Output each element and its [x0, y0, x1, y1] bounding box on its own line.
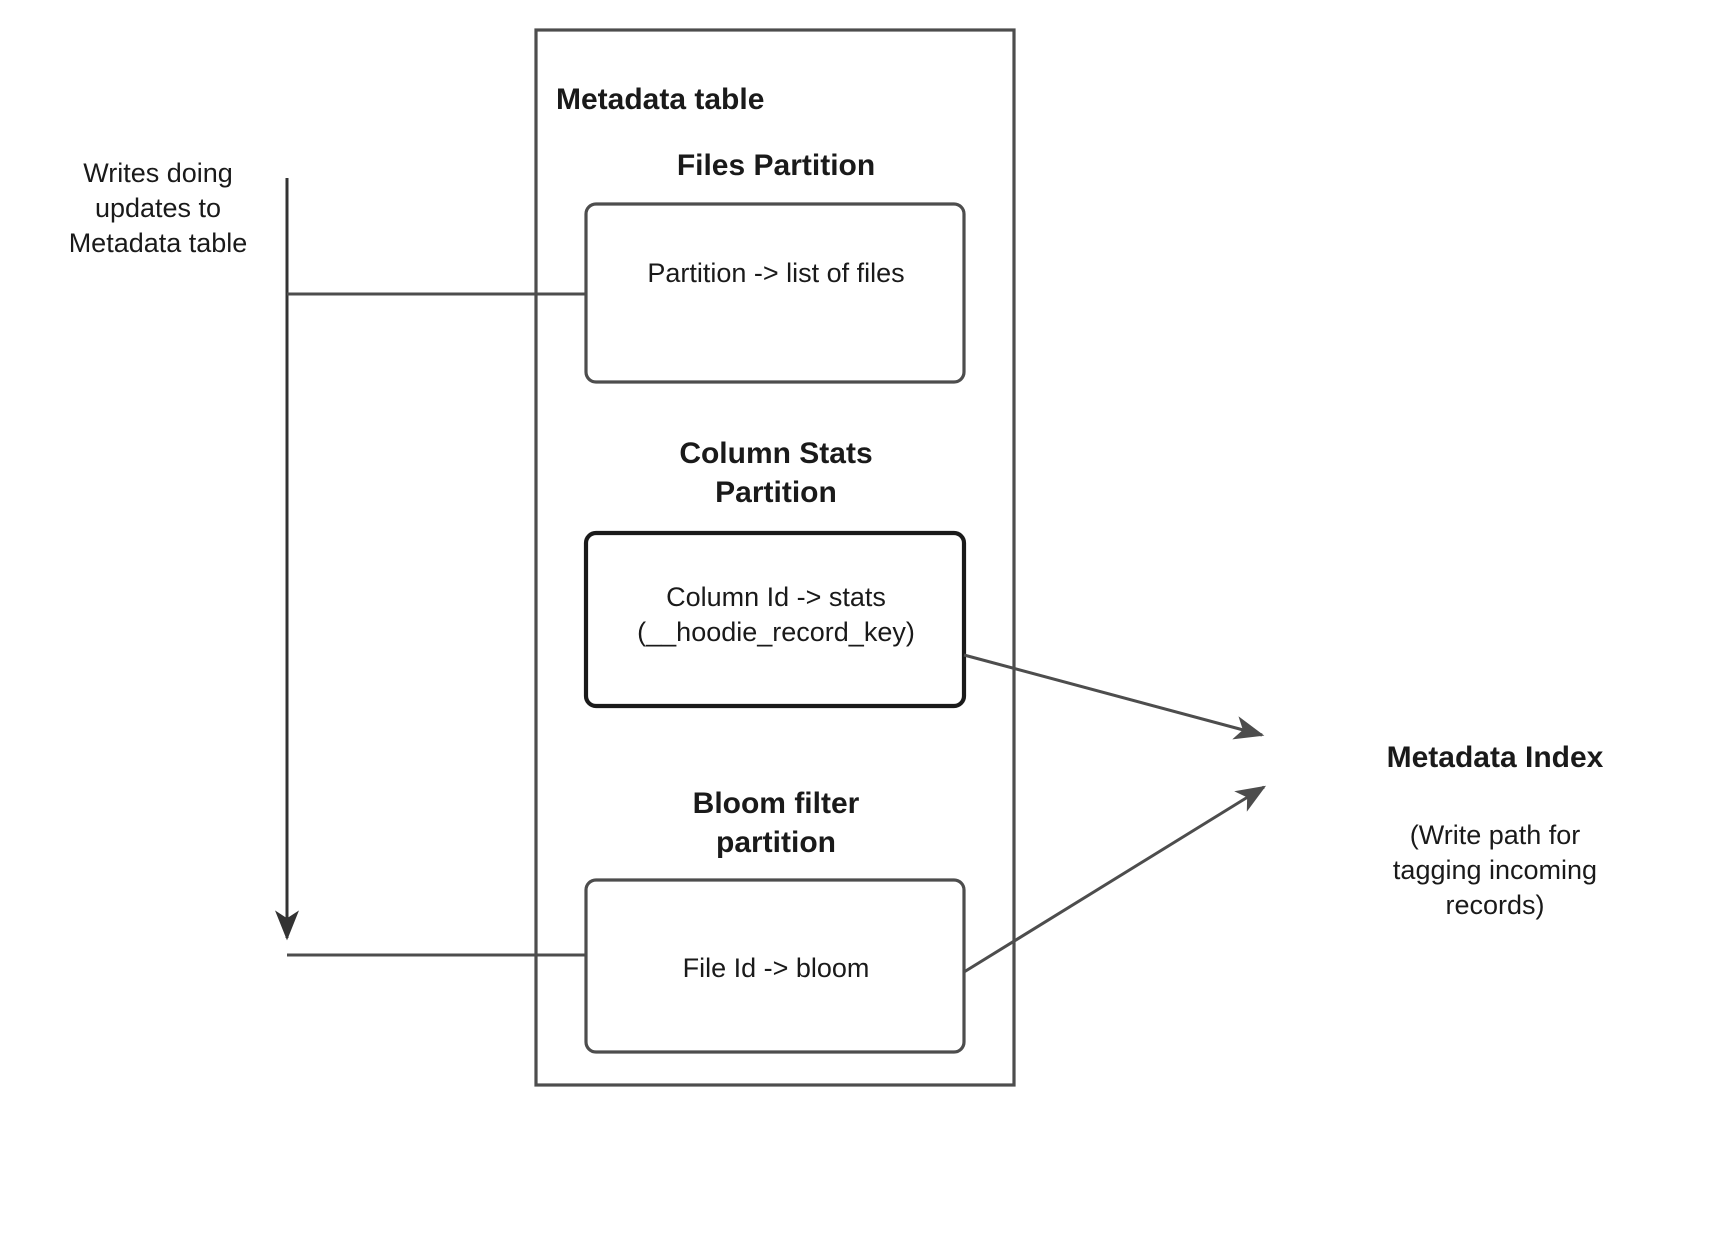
metadata-table-container: [534, 28, 1016, 1087]
bloom-to-index-arrow: [963, 785, 1267, 974]
bloom-filter-partition-box-label: File Id -> bloom: [682, 953, 870, 983]
files-partition-box-label: Partition -> list of files: [647, 258, 905, 288]
column-stats-partition-box-label: Column Id -> stats (__hoodie_record_key): [637, 582, 915, 648]
column-stats-to-index-arrow: [963, 653, 1265, 740]
metadata-index-title: Metadata Index: [1386, 741, 1604, 774]
column-stats-partition-heading: Column Stats Partition: [679, 437, 873, 509]
files-partition-box: [584, 202, 966, 384]
writes-doing-updates-label: Writes doing updates to Metadata table: [68, 158, 248, 259]
metadata-index-caption: (Write path for tagging incoming records…: [1392, 820, 1598, 921]
files-partition-heading: Files Partition: [676, 149, 876, 182]
bloom-filter-partition-heading: Bloom filter partition: [692, 787, 860, 859]
metadata-table-title: Metadata table: [556, 83, 765, 116]
